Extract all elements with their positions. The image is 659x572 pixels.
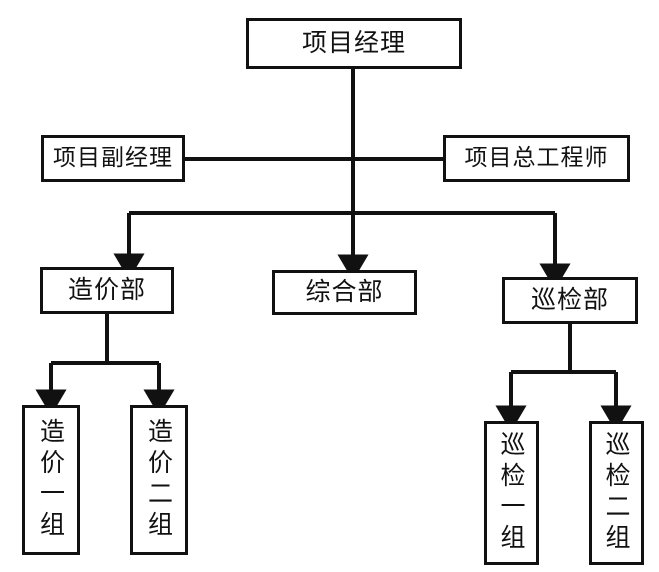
node-cost-department-label: 造价部 <box>67 275 146 305</box>
node-inspection-department-label: 巡检部 <box>530 285 609 315</box>
node-inspection-team-2-label: 巡检二组 <box>602 431 631 555</box>
node-chief-engineer[interactable]: 项目总工程师 <box>443 135 630 182</box>
node-deputy-project-manager[interactable]: 项目副经理 <box>41 135 185 182</box>
node-deputy-project-manager-label: 项目副经理 <box>53 145 173 172</box>
node-general-department[interactable]: 综合部 <box>272 270 417 315</box>
node-inspection-team-1[interactable]: 巡检一组 <box>484 421 539 565</box>
node-project-manager[interactable]: 项目经理 <box>246 18 462 69</box>
node-inspection-team-2[interactable]: 巡检二组 <box>589 421 644 565</box>
node-cost-team-1-label: 造价一组 <box>36 418 66 542</box>
node-cost-team-2[interactable]: 造价二组 <box>130 405 188 555</box>
node-general-department-label: 综合部 <box>305 277 384 307</box>
node-chief-engineer-label: 项目总工程师 <box>464 145 609 172</box>
node-cost-team-1[interactable]: 造价一组 <box>22 405 80 555</box>
node-inspection-department[interactable]: 巡检部 <box>502 277 638 324</box>
node-cost-team-2-label: 造价二组 <box>144 418 174 542</box>
node-cost-department[interactable]: 造价部 <box>40 267 174 314</box>
node-project-manager-label: 项目经理 <box>301 28 406 58</box>
node-inspection-team-1-label: 巡检一组 <box>497 431 526 555</box>
